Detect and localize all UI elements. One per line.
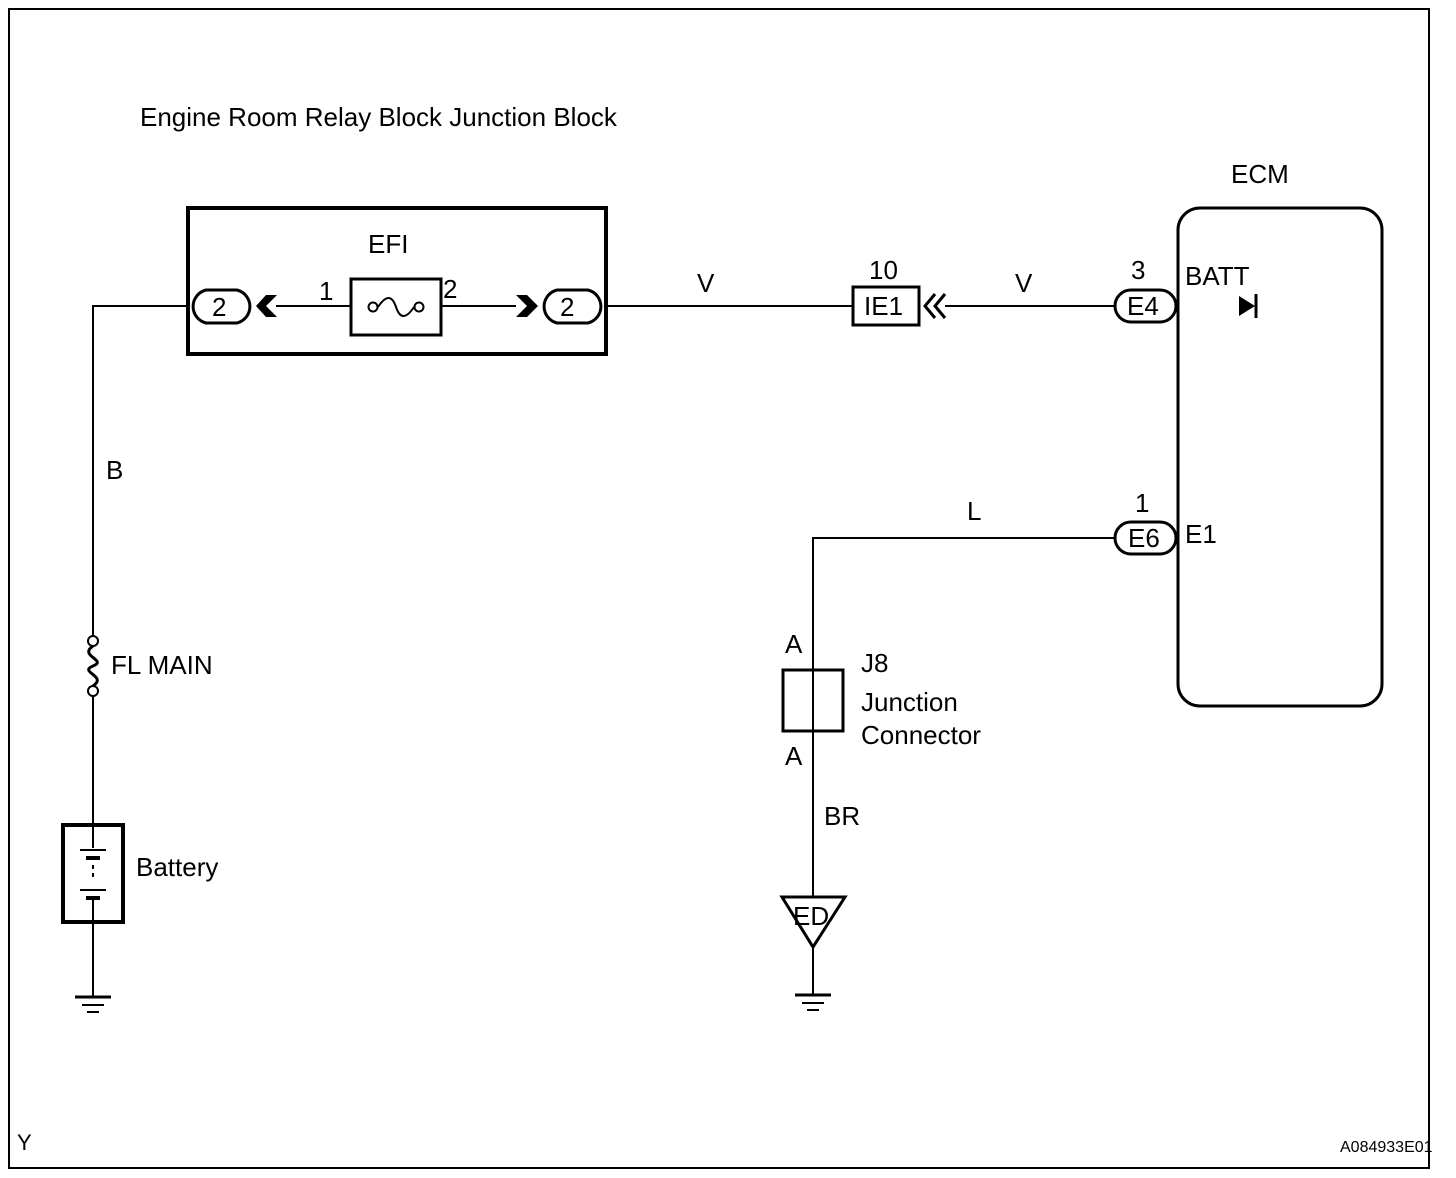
fl-main-fuse-icon <box>87 635 99 697</box>
e4-label: E4 <box>1127 291 1159 321</box>
e4-connector <box>1113 288 1178 324</box>
efi-label: EFI <box>368 229 408 259</box>
j8-id: J8 <box>861 648 888 678</box>
ed-ground-point <box>779 895 848 950</box>
e4-pin: 3 <box>1131 255 1145 285</box>
j8-desc-line2: Connector <box>861 720 981 750</box>
relay-block-title: Engine Room Relay Block Junction Block <box>140 102 618 132</box>
ground-icon-right <box>795 993 831 1011</box>
diagram-frame <box>8 8 1430 1169</box>
figure-id: A084933E01 <box>1340 1139 1433 1156</box>
e1-terminal: E1 <box>1185 519 1217 549</box>
j8-pin-top: A <box>785 629 803 659</box>
fuse-icon <box>367 297 425 317</box>
relay-block-box <box>186 206 608 356</box>
ie1-chevron-icon <box>923 293 947 319</box>
wire-color-v-right: V <box>1015 268 1033 298</box>
efi-pin-1: 1 <box>319 276 333 306</box>
fl-main-label: FL MAIN <box>111 650 213 680</box>
relay-right-connector <box>516 288 603 325</box>
ie1-connector <box>851 285 921 327</box>
battery-icon <box>80 825 106 922</box>
batt-terminal: BATT <box>1185 261 1250 291</box>
ecm-label: ECM <box>1231 159 1289 189</box>
wire-color-v-left: V <box>697 268 715 298</box>
ie1-label: IE1 <box>864 291 903 321</box>
e6-connector <box>1113 520 1178 556</box>
relay-left-pin: 2 <box>212 292 226 322</box>
e6-pin: 1 <box>1135 488 1149 518</box>
relay-left-connector <box>191 288 277 325</box>
ed-label: ED <box>793 901 829 931</box>
ecm-box <box>1176 206 1384 708</box>
wire-color-l: L <box>967 496 981 526</box>
e6-label: E6 <box>1128 523 1160 553</box>
j8-pin-bottom: A <box>785 741 803 771</box>
efi-pin-2: 2 <box>443 274 457 304</box>
j8-desc-line1: Junction <box>861 687 958 717</box>
wire-color-b: B <box>106 455 123 485</box>
ground-icon-left <box>75 995 111 1013</box>
ie1-pin: 10 <box>869 255 898 285</box>
corner-letter: Y <box>17 1130 32 1155</box>
battery-label: Battery <box>136 852 218 882</box>
wire-color-br: BR <box>824 801 860 831</box>
relay-right-pin: 2 <box>560 292 574 322</box>
diode-icon <box>1239 294 1258 318</box>
